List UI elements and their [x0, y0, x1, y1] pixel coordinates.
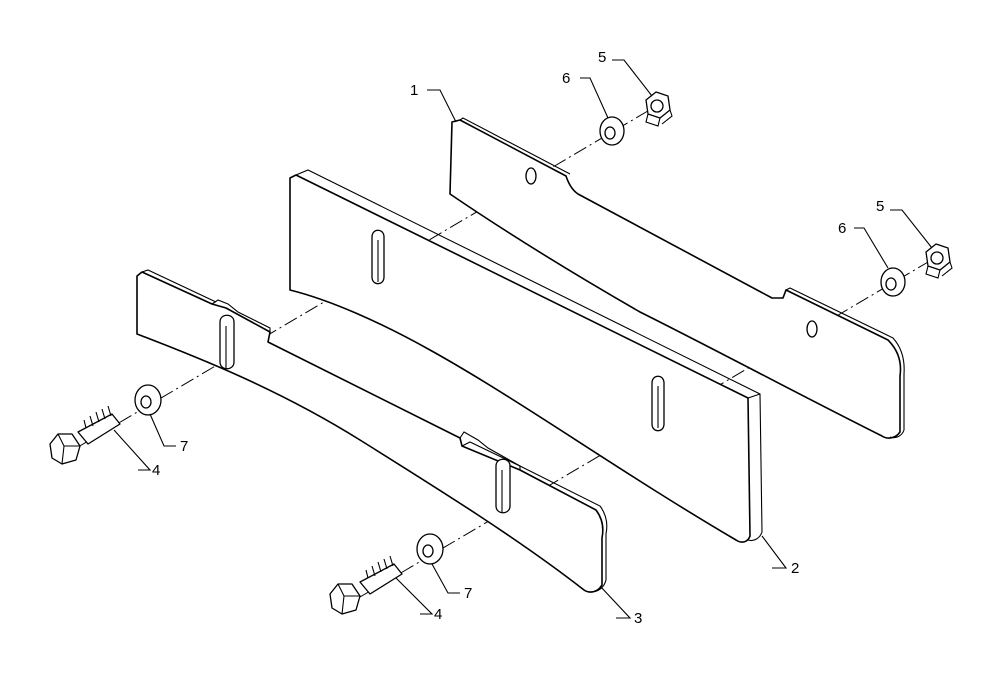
washer-left-icon [134, 384, 162, 416]
callout-7-left: 7 [180, 438, 188, 455]
bolt-right-icon [329, 555, 403, 615]
slot-lower-right [495, 458, 511, 514]
callout-6-right: 6 [838, 220, 846, 237]
hole-upper-right [806, 320, 818, 338]
washer-top-icon [599, 116, 625, 146]
plate-lower [136, 269, 608, 593]
leaders [113, 59, 933, 619]
slot-lower-left [219, 314, 235, 370]
callout-4-right: 4 [434, 606, 442, 623]
callout-5-top: 5 [598, 49, 606, 66]
hole-upper-left [525, 167, 537, 185]
callout-labels: 1 2 3 4 4 5 5 6 6 7 7 [152, 49, 884, 627]
callout-6-top: 6 [562, 70, 570, 87]
nut-top-icon [645, 91, 673, 127]
callout-3: 3 [634, 610, 642, 627]
callout-4-left: 4 [152, 462, 160, 479]
callout-1: 1 [410, 82, 418, 99]
plate-upper [449, 117, 905, 439]
callout-2: 2 [791, 560, 799, 577]
washer-lower-icon [416, 533, 444, 565]
plate-middle [289, 169, 763, 543]
nut-right-icon [925, 243, 953, 279]
callout-5-right: 5 [876, 198, 884, 215]
bolt-left-icon [49, 405, 121, 465]
callout-7-lower: 7 [464, 585, 472, 602]
washer-right-icon [880, 267, 906, 297]
